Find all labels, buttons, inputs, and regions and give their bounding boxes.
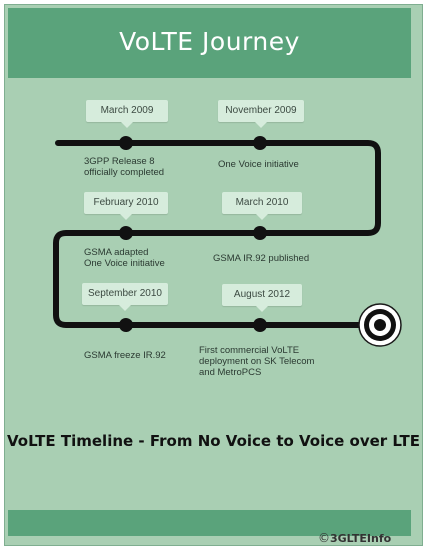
date-bubble: September 2010: [82, 283, 168, 311]
target-icon: [358, 303, 402, 347]
watermark-text: 3GLTEInfo: [330, 532, 392, 545]
event-description: One Voice initiative: [218, 159, 299, 170]
milestone-dot: [253, 318, 267, 332]
watermark: ©3GLTEInfo: [318, 531, 426, 549]
date-bubble: February 2010: [84, 192, 168, 220]
date-bubble: March 2010: [222, 192, 302, 220]
event-description: First commercial VoLTE deployment on SK …: [199, 345, 315, 378]
date-bubble: November 2009: [218, 100, 304, 128]
date-label: September 2010: [88, 288, 162, 299]
caption: VoLTE Timeline - From No Voice to Voice …: [7, 432, 420, 450]
footer-band: [8, 510, 411, 536]
event-description: GSMA IR.92 published: [213, 253, 310, 264]
page-title: VoLTE Journey: [119, 27, 300, 56]
milestone-dot: [119, 318, 133, 332]
header-band: VoLTE Journey: [8, 8, 411, 78]
milestone-dot: [253, 226, 267, 240]
date-bubble: August 2012: [222, 284, 302, 312]
date-bubble: March 2009: [86, 100, 168, 128]
infographic-frame: [4, 4, 423, 546]
date-label: March 2010: [235, 197, 289, 208]
date-label: November 2009: [225, 105, 297, 116]
event-description: 3GPP Release 8 officially completed: [84, 156, 165, 178]
milestone-dot: [253, 136, 267, 150]
timeline-path: [53, 140, 381, 328]
date-label: February 2010: [93, 197, 159, 208]
event-description: GSMA freeze IR.92: [84, 350, 166, 361]
copyright-icon: ©: [318, 531, 330, 545]
date-label: August 2012: [233, 289, 291, 300]
event-description: GSMA adapted One Voice initiative: [84, 247, 165, 269]
milestone-dot: [119, 226, 133, 240]
date-label: March 2009: [100, 105, 154, 116]
milestone-dot: [119, 136, 133, 150]
